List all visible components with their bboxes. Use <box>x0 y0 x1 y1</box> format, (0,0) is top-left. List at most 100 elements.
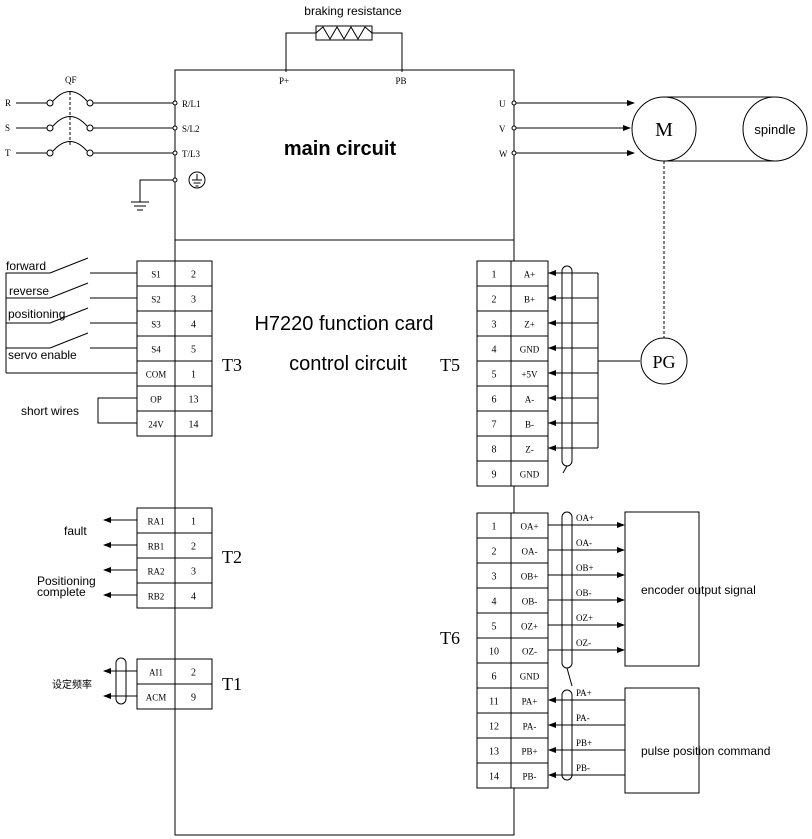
t1-terminal-num-label: 9 <box>191 693 196 704</box>
t6-terminal-num-label: 14 <box>489 772 499 783</box>
set-frequency-label: 设定频率 <box>52 678 92 691</box>
t5-terminal-num-label: 9 <box>492 470 497 481</box>
t6-wire-label: OA- <box>576 538 592 548</box>
p-plus-terminal-label: P+ <box>279 76 289 86</box>
pg-label: PG <box>652 352 675 372</box>
t5-terminal-num-label: 5 <box>492 370 497 381</box>
t6-terminal-name-label: PB- <box>522 772 536 782</box>
t6-terminal-name-label: OA- <box>522 547 538 557</box>
encoder-output-signal-label: encoder output signal <box>641 583 756 597</box>
t5-terminal-cell <box>510 460 549 487</box>
t6-terminal-cell <box>510 562 549 589</box>
t6-terminal-name-label: OB+ <box>521 572 539 582</box>
braking-resistance-label: braking resistance <box>304 4 402 18</box>
t6-wire-label: PB- <box>576 763 590 773</box>
t5-terminal-name-label: GND <box>520 470 540 480</box>
t6-terminal-num-label: 10 <box>489 647 499 658</box>
t5-terminal-num-label: 7 <box>492 420 497 431</box>
t2-terminal-cell <box>136 582 176 609</box>
t6-terminal-name-label: OZ- <box>522 647 537 657</box>
t2-terminal-name-label: RA1 <box>147 517 164 527</box>
t6-wire-label: OB+ <box>576 563 594 573</box>
t3-terminal-num-label: 5 <box>191 345 196 356</box>
t6-terminal-name-label: OZ+ <box>521 622 538 632</box>
t6-terminal-cell <box>476 587 512 614</box>
main-circuit-title: main circuit <box>284 138 397 160</box>
circuit-breaker-qf <box>16 91 178 157</box>
t5-terminal-cell <box>510 335 549 362</box>
main-terminal-in-label: R/L1 <box>182 99 201 109</box>
t3-terminal-name-label: 24V <box>148 420 164 430</box>
t6-terminal-num-label: 12 <box>489 722 499 733</box>
t3-terminal-cell <box>174 310 213 337</box>
t5-terminal-name-label: A- <box>525 395 535 405</box>
terminal-t1-label: T1 <box>222 674 242 694</box>
t1-terminal-name-label: ACM <box>146 693 167 703</box>
t5-terminal-name-label: A+ <box>524 270 536 280</box>
terminal-t3-label: T3 <box>222 355 242 375</box>
main-terminal-out-label: V <box>499 124 506 134</box>
t5-terminal-name-label: B- <box>525 420 534 430</box>
power-input-label: R <box>5 98 11 108</box>
t6-terminal-cell <box>510 512 549 539</box>
t5-terminal-num-label: 8 <box>492 445 497 456</box>
main-terminal-in-label: T/L3 <box>182 149 200 159</box>
t6-terminal-cell <box>476 562 512 589</box>
t2-terminal-num-label: 3 <box>191 567 196 578</box>
t6-wire-label: PA- <box>576 713 590 723</box>
t3-terminal-num-label: 14 <box>189 420 199 431</box>
t5-terminal-num-label: 2 <box>492 295 497 306</box>
positioning-switch-label: positioning <box>8 307 65 321</box>
t5-terminal-cell <box>510 260 549 287</box>
motor-label: M <box>655 119 673 141</box>
t6-terminal-name-label: OB- <box>522 597 538 607</box>
t2-terminal-name-label: RB1 <box>148 542 165 552</box>
control-circuit-title: control circuit <box>289 353 407 375</box>
t3-terminal-cell <box>174 410 213 437</box>
power-input-label: S <box>5 123 10 133</box>
t5-terminal-num-label: 3 <box>492 320 497 331</box>
t6-terminal-num-label: 11 <box>489 697 499 708</box>
t6-terminal-num-label: 4 <box>492 597 497 608</box>
t2-output-arrows <box>103 517 137 598</box>
t6-signal-wires: OA+OA-OB+OB-OZ+OZ-PA+PA-PB+PB- <box>548 511 625 781</box>
t5-terminal-num-label: 6 <box>492 395 497 406</box>
t6-terminal-cell <box>510 662 549 689</box>
t5-terminal-name-label: +5V <box>521 370 538 380</box>
t3-terminal-name-label: S1 <box>151 270 161 280</box>
positioning-complete-label: complete <box>37 585 86 599</box>
t5-terminal-cell <box>476 285 512 312</box>
t6-terminal-num-label: 2 <box>492 547 497 558</box>
t3-terminal-cell <box>136 260 176 287</box>
t6-wire-label: OB- <box>576 588 592 598</box>
ground-icon <box>131 171 206 211</box>
t2-terminal-num-label: 4 <box>191 592 196 603</box>
encoder-output-device-box <box>624 511 700 667</box>
forward-switch-label: forward <box>6 259 46 273</box>
t5-terminal-name-label: Z+ <box>524 320 535 330</box>
t3-terminal-name-label: S3 <box>151 320 161 330</box>
t3-terminal-name-label: OP <box>150 395 162 405</box>
t1-terminal-num-label: 2 <box>191 668 196 679</box>
t3-terminal-cell <box>174 260 213 287</box>
t2-terminal-num-label: 1 <box>191 517 196 528</box>
t2-terminal-cell <box>136 507 176 534</box>
t6-terminal-num-label: 3 <box>492 572 497 583</box>
t6-terminal-cell <box>510 587 549 614</box>
t6-terminal-name-label: OA+ <box>520 522 538 532</box>
fault-label: fault <box>64 524 87 538</box>
motor-spindle-belt <box>631 96 808 162</box>
pulse-command-device-box <box>624 687 700 794</box>
t3-terminal-num-label: 2 <box>191 270 196 281</box>
pulse-position-command-label: pulse position command <box>641 744 770 758</box>
t2-terminal-cell <box>174 582 213 609</box>
t3-terminal-cell <box>174 360 213 387</box>
t5-terminal-cell <box>476 460 512 487</box>
t6-terminal-cell <box>476 762 512 789</box>
t6-terminal-num-label: 6 <box>492 672 497 683</box>
t6-terminal-name-label: GND <box>520 672 540 682</box>
